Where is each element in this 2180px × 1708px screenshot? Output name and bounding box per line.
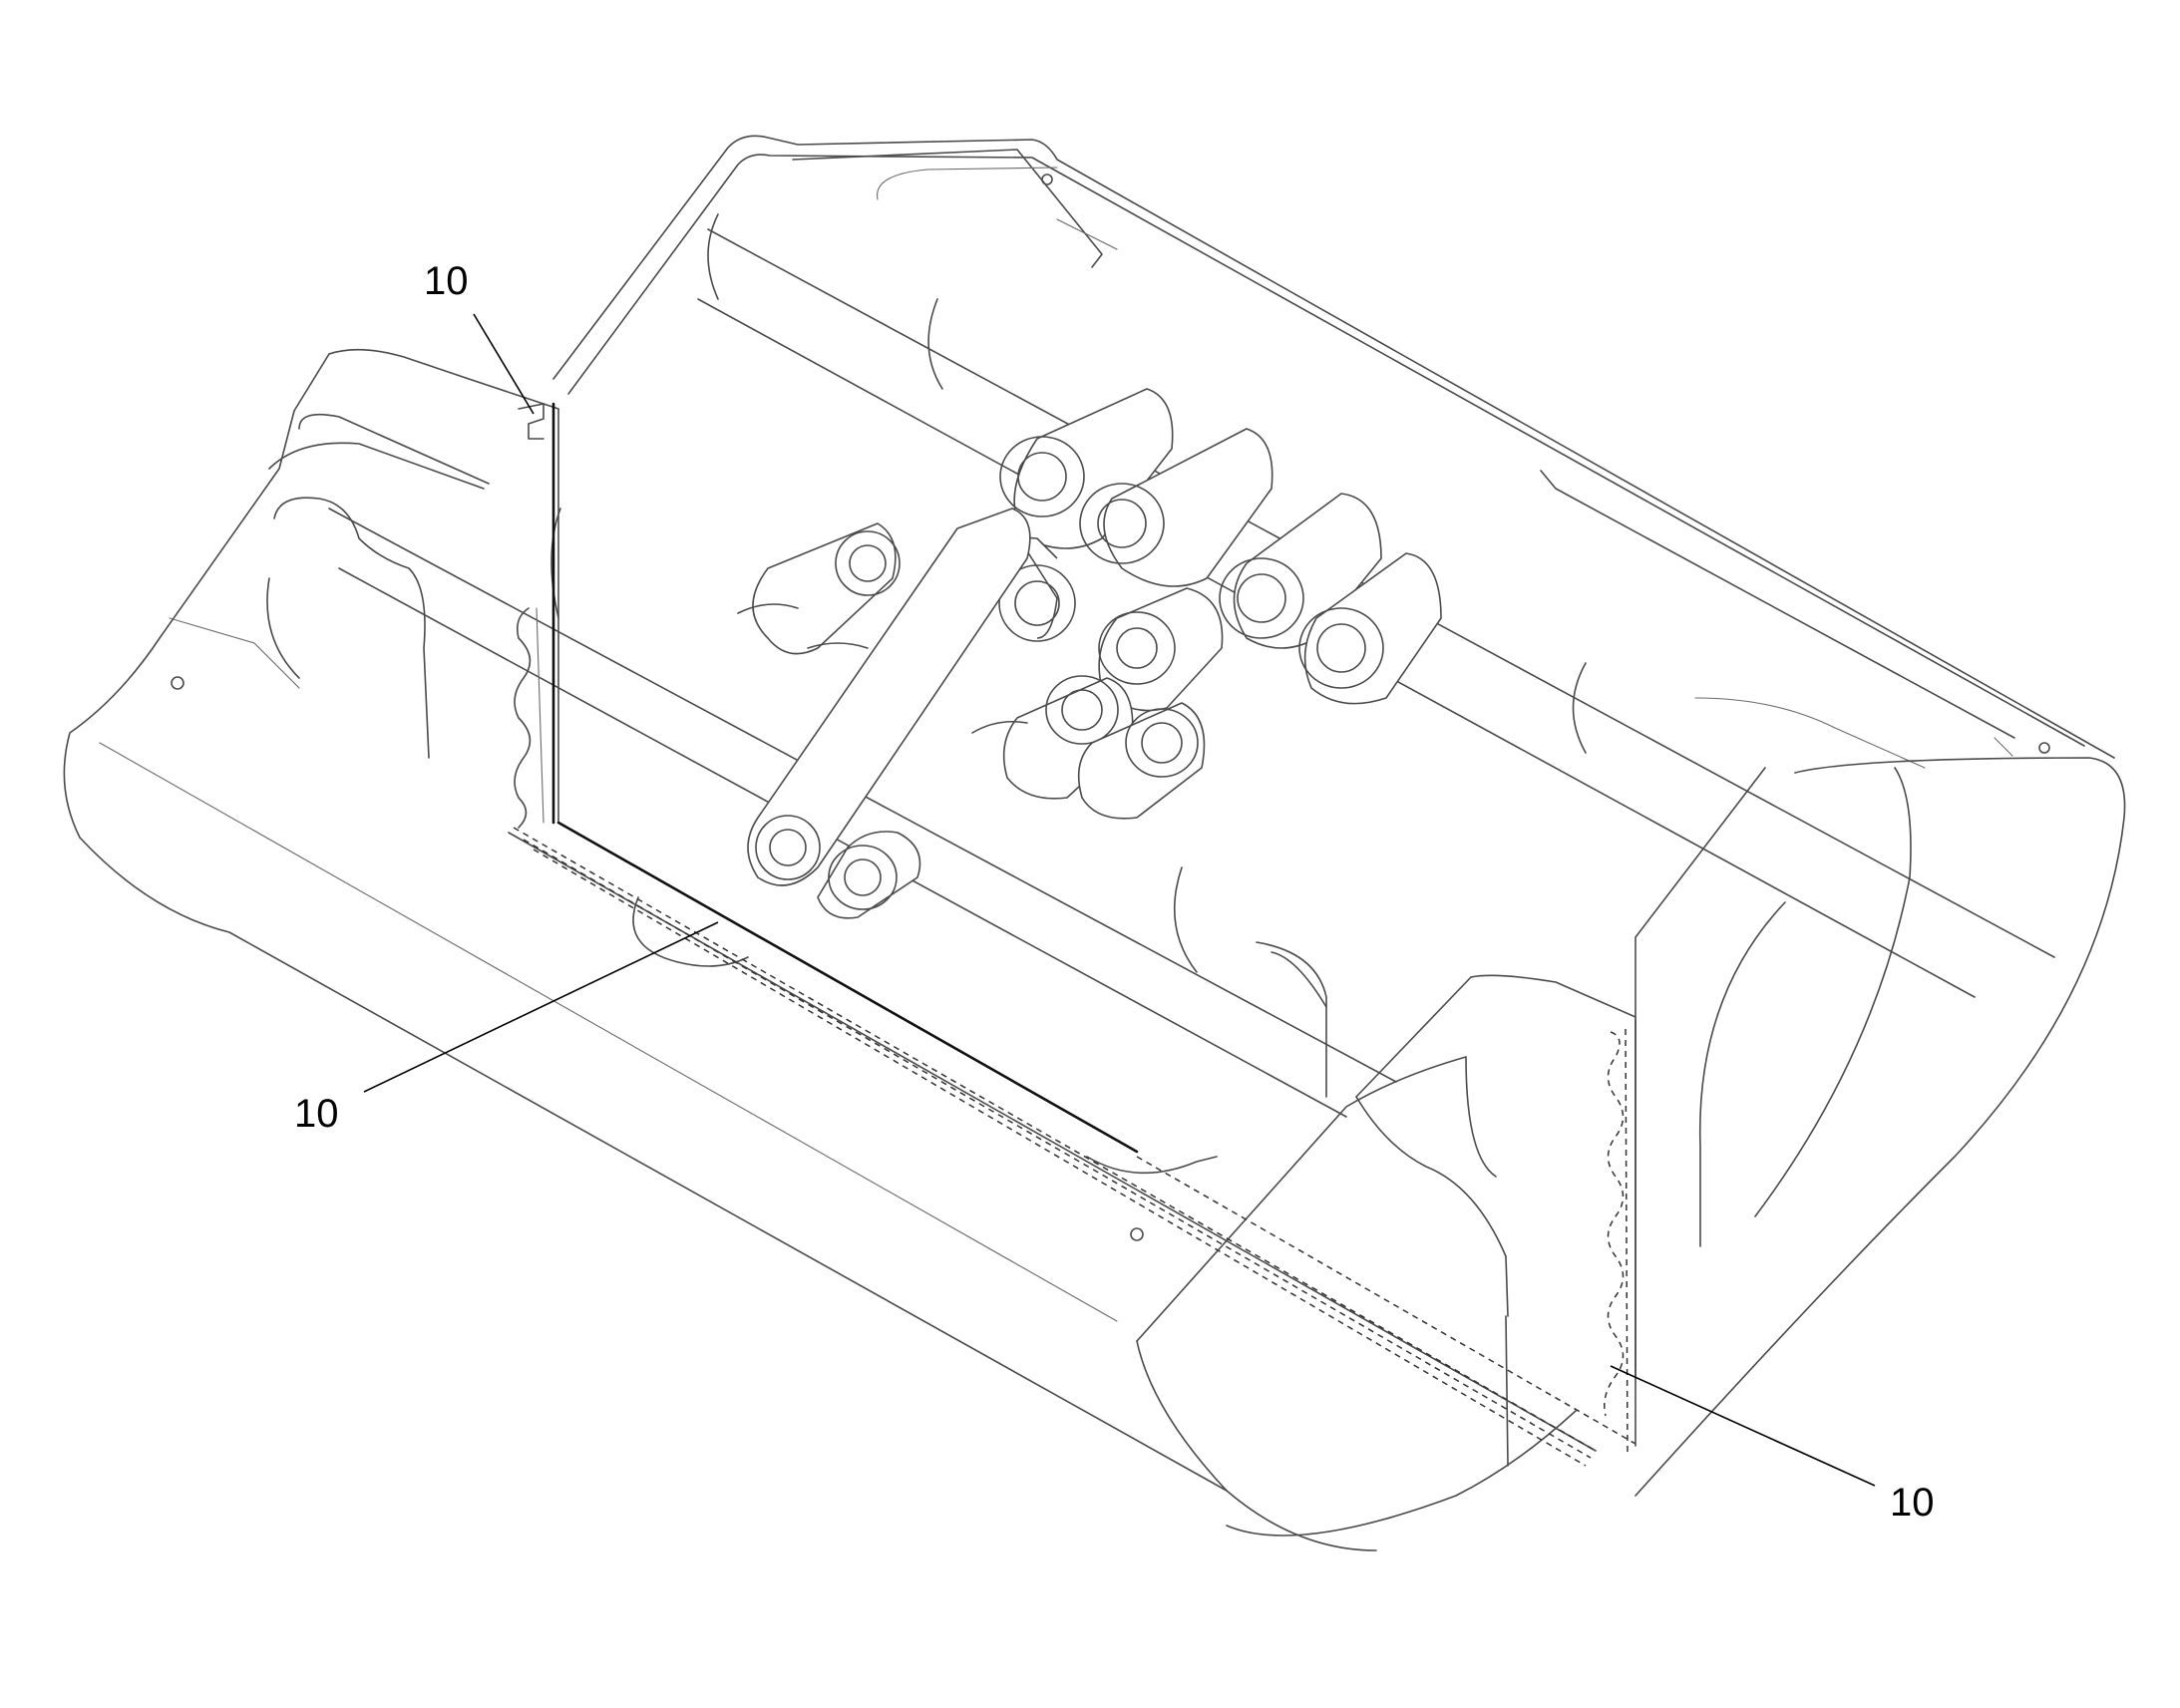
- left-end-shell: [63, 348, 1228, 1492]
- wear-liners: [513, 402, 1636, 1467]
- leader-top-left: [473, 313, 535, 415]
- bucket-back-shell: [552, 135, 2115, 769]
- ref-numeral-liner-top-left: 10: [424, 259, 469, 303]
- ref-numeral-liner-bottom: 10: [294, 1092, 339, 1136]
- leader-bottom: [363, 921, 719, 1093]
- front-lip: [508, 832, 1636, 1551]
- leader-right-side: [1610, 1365, 1876, 1487]
- leader-lines: [363, 313, 1876, 1487]
- left-end-plate: [266, 403, 559, 824]
- mounting-lugs: [737, 388, 1442, 919]
- ref-numeral-liner-right-side: 10: [1890, 1481, 1935, 1525]
- right-end-shell: [1505, 757, 2126, 1497]
